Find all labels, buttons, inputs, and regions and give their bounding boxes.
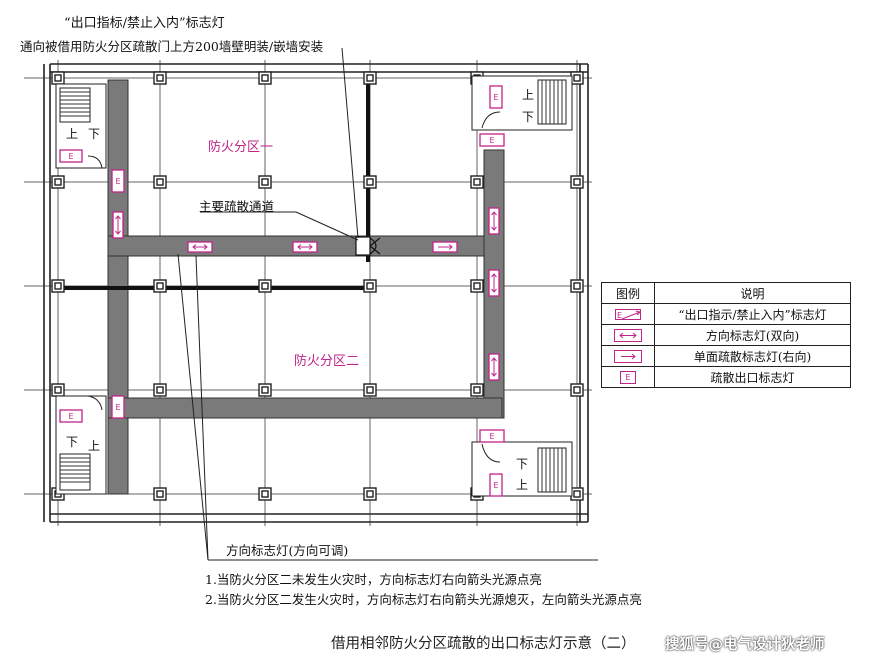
figure-caption: 借用相邻防火分区疏散的出口标志灯示意（二） xyxy=(331,636,636,652)
legend-header: 图例 说明 xyxy=(601,282,851,304)
stair-up-label-tr: 上 xyxy=(522,88,535,102)
column xyxy=(470,279,484,293)
column xyxy=(258,487,272,501)
column xyxy=(153,279,167,293)
exit-e-sign-icon: E xyxy=(620,371,636,384)
exit-sign: E xyxy=(489,85,503,109)
zone-1-label: 防火分区一 xyxy=(208,140,274,155)
column xyxy=(51,383,65,397)
column xyxy=(51,175,65,189)
direction-sign xyxy=(112,211,124,239)
exit-sign: E xyxy=(59,409,83,423)
column xyxy=(570,383,584,397)
direction-sign xyxy=(488,353,500,381)
legend-desc: 单面疏散标志灯(右向) xyxy=(654,345,851,367)
svg-text:E: E xyxy=(115,403,120,412)
svg-text:E: E xyxy=(68,152,73,161)
column xyxy=(258,279,272,293)
fire-door xyxy=(355,236,381,256)
direction-sign xyxy=(488,207,500,235)
svg-text:E: E xyxy=(68,412,73,421)
column xyxy=(258,71,272,85)
legend-desc: “出口指示/禁止入内”标志灯 xyxy=(654,303,851,325)
exit-sign: E xyxy=(479,429,505,443)
column xyxy=(570,487,584,501)
bidirectional-arrow-sign-icon xyxy=(614,329,642,342)
right-arrow-sign-icon xyxy=(614,350,642,363)
column xyxy=(470,383,484,397)
note-2: 2.当防火分区二发生火灾时，方向标志灯右向箭头光源熄灭，左向箭头光源点亮 xyxy=(205,592,642,607)
svg-text:E: E xyxy=(489,136,494,145)
column xyxy=(363,279,377,293)
legend-sign-letter: E xyxy=(617,311,623,320)
direction-sign xyxy=(187,241,213,253)
stairwell-bottom-right xyxy=(471,441,573,497)
outer-walls xyxy=(43,63,589,523)
column xyxy=(153,71,167,85)
column xyxy=(363,383,377,397)
stair-down-label-br: 下 xyxy=(516,457,529,471)
column xyxy=(51,279,65,293)
exit-sign: E xyxy=(489,473,503,497)
stair-down-label-tl: 下 xyxy=(88,127,101,141)
signs: E E E E E E E E xyxy=(59,85,505,497)
legend-desc: 疏散出口标志灯 xyxy=(654,366,851,388)
stair-up-label-br: 上 xyxy=(516,478,529,492)
column xyxy=(153,487,167,501)
stair-up-label-tl: 上 xyxy=(66,127,79,141)
note-1: 1.当防火分区二未发生火灾时，方向标志灯右向箭头光源点亮 xyxy=(205,572,542,587)
callout-exit-sign-install: 通向被借用防火分区疏散门上方200墙壁明装/嵌墙安装 xyxy=(20,39,324,54)
exit-sign: E xyxy=(111,395,125,419)
svg-text:E: E xyxy=(489,432,494,441)
fire-walls xyxy=(60,76,370,290)
leader-lines xyxy=(177,47,598,561)
legend-row: 方向标志灯(双向) xyxy=(601,324,851,346)
column xyxy=(153,383,167,397)
exit-sign: E xyxy=(111,169,125,193)
stairwell-top-right xyxy=(471,75,573,131)
column xyxy=(570,279,584,293)
column xyxy=(470,175,484,189)
legend-row: E “出口指示/禁止入内”标志灯 xyxy=(601,303,851,325)
stair-down-label-bl: 下 xyxy=(66,435,79,449)
legend-desc: 方向标志灯(双向) xyxy=(654,324,851,346)
callout-direction-light: 方向标志灯(方向可调) xyxy=(226,543,349,558)
svg-text:E: E xyxy=(493,93,498,102)
right-arrow-sign xyxy=(432,241,458,253)
exit-sign: E xyxy=(59,149,83,163)
exit-no-entry-sign-icon: E xyxy=(615,309,641,320)
column xyxy=(363,487,377,501)
direction-sign xyxy=(488,269,500,297)
lower-horizontal-corridor xyxy=(107,397,503,419)
zone-2-label: 防火分区二 xyxy=(294,354,360,369)
svg-text:E: E xyxy=(115,177,120,186)
column xyxy=(363,71,377,85)
column xyxy=(570,175,584,189)
column xyxy=(153,175,167,189)
legend-table: 图例 说明 E “出口指示/禁止入内”标志灯 方向标志灯(双向) 单面疏散标志灯… xyxy=(601,282,851,388)
exit-sign: E xyxy=(479,133,505,147)
column xyxy=(570,71,584,85)
legend-row: E 疏散出口标志灯 xyxy=(601,366,851,388)
callout-main-corridor: 主要疏散通道 xyxy=(199,199,275,214)
legend-header-symbol: 图例 xyxy=(601,282,655,304)
column xyxy=(51,71,65,85)
watermark: 搜狐号@电气设计狄老师 xyxy=(665,637,825,653)
structural-columns xyxy=(51,71,584,501)
legend-header-desc: 说明 xyxy=(654,282,851,304)
callout-exit-sign-title: “出口指标/禁止入内”标志灯 xyxy=(64,16,225,31)
column xyxy=(258,175,272,189)
stair-down-label-tr: 下 xyxy=(522,110,535,124)
column xyxy=(258,383,272,397)
svg-text:E: E xyxy=(493,481,498,490)
column xyxy=(363,175,377,189)
direction-sign xyxy=(292,241,318,253)
stair-up-label-bl: 上 xyxy=(88,439,101,453)
legend-row: 单面疏散标志灯(右向) xyxy=(601,345,851,367)
